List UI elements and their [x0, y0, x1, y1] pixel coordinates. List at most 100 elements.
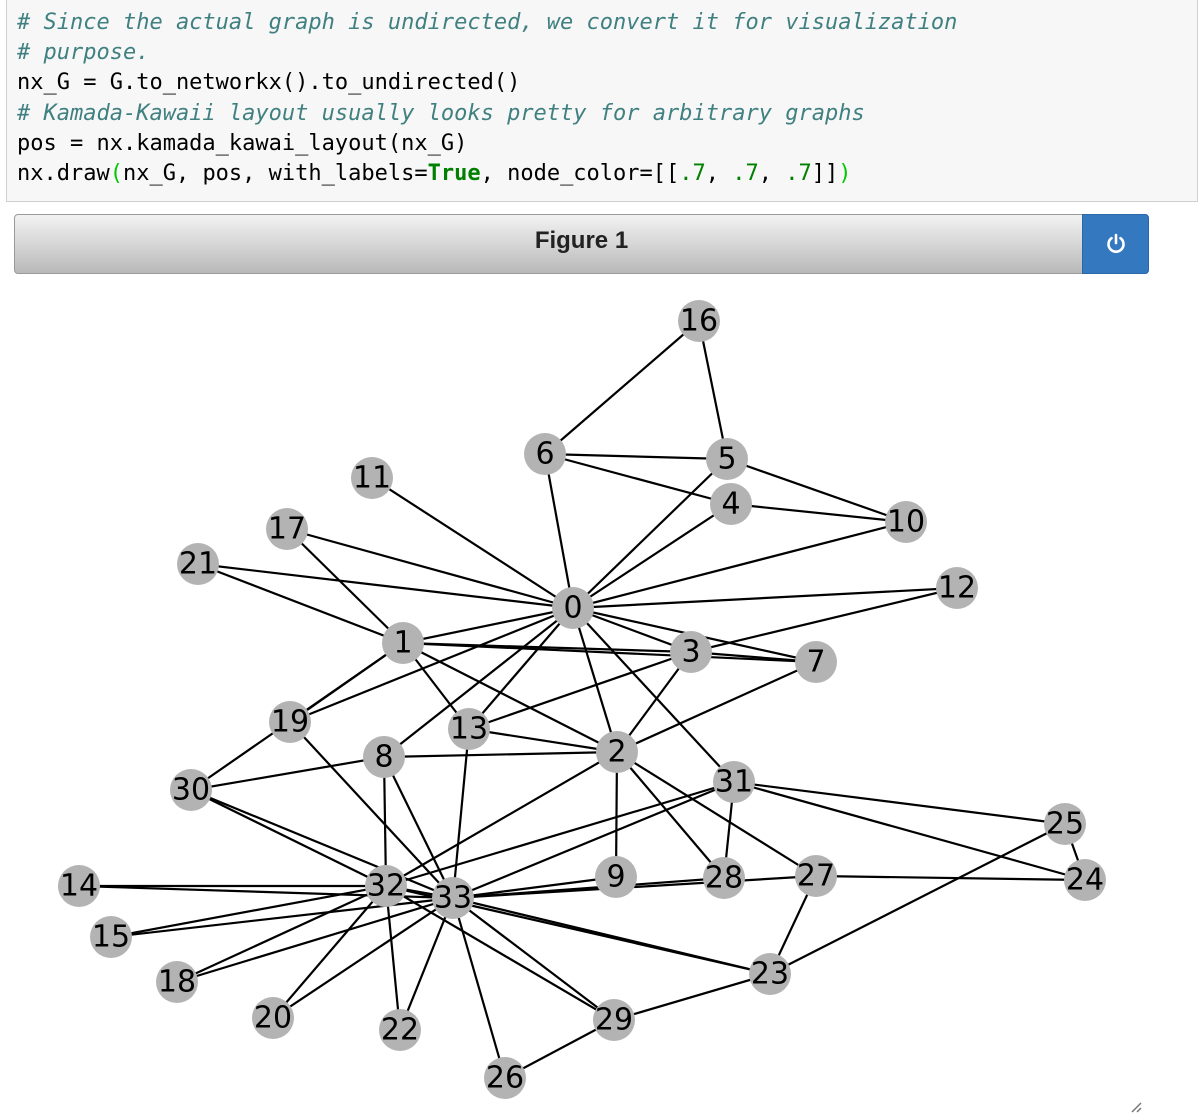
graph-node: 27: [795, 855, 837, 897]
graph-node: 8: [363, 736, 405, 778]
graph-edge: [398, 897, 455, 1031]
graph-node-circle: [795, 641, 837, 683]
graph-edge: [616, 660, 817, 754]
graph-node-label: 23: [751, 957, 789, 992]
resize-handle-icon[interactable]: [1128, 1100, 1142, 1113]
graph-node: 22: [379, 1009, 421, 1051]
code-token: .7: [732, 160, 759, 186]
graph-edge: [197, 562, 574, 610]
graph-node: 1: [382, 622, 424, 664]
graph-node-circle: [432, 877, 474, 919]
graph-node-circle: [363, 736, 405, 778]
graph-edge: [730, 502, 907, 524]
graph-node-circle: [593, 999, 635, 1041]
graph-edge: [383, 756, 454, 899]
graph-node-circle: [885, 501, 927, 543]
graph-node-circle: [703, 857, 745, 899]
graph-node: 10: [885, 501, 927, 543]
graph-node-label: 24: [1066, 863, 1104, 898]
graph-node-label: 26: [486, 1061, 524, 1096]
graph-edge: [176, 896, 454, 984]
graph-node-circle: [710, 483, 752, 525]
graph-edge: [272, 885, 387, 1019]
graph-node-label: 25: [1046, 807, 1084, 842]
graph-node-circle: [351, 457, 393, 499]
graph-node-circle: [596, 731, 638, 773]
graph-node: 12: [936, 567, 978, 609]
graph-node: 7: [795, 641, 837, 683]
graph-node-circle: [678, 300, 720, 342]
graph-edge: [726, 457, 907, 524]
graph-node-label: 32: [367, 869, 405, 904]
graph-node-circle: [382, 622, 424, 664]
code-token: ): [838, 160, 852, 186]
graph-node-label: 8: [374, 740, 393, 775]
graph-edge: [452, 875, 617, 900]
figure-title: Figure 1: [534, 227, 629, 254]
graph-node: 20: [252, 997, 294, 1039]
graph-node-label: 14: [60, 869, 98, 904]
graph-edge: [382, 756, 388, 887]
graph-node-label: 3: [681, 635, 700, 670]
graph-edge: [385, 751, 618, 887]
graph-edge: [452, 896, 771, 976]
graph-node: 14: [58, 865, 100, 907]
code-token: # Since the actual graph is undirected, …: [17, 10, 958, 35]
graph-edge: [110, 884, 387, 939]
graph-node: 2: [596, 731, 638, 773]
graph-node-circle: [484, 1057, 526, 1099]
graph-node: 15: [90, 916, 132, 958]
graph-edge: [402, 642, 618, 753]
graph-edge: [544, 452, 728, 461]
graph-edge: [451, 897, 507, 1079]
graph-node-circle: [266, 508, 308, 550]
graph-node-circle: [156, 961, 198, 1003]
graph-node-circle: [552, 587, 594, 629]
graph-node-label: 17: [268, 512, 306, 547]
graph-edge: [544, 452, 732, 506]
graph-node-circle: [936, 567, 978, 609]
code-cell[interactable]: # Since the actual graph is undirected, …: [6, 0, 1198, 202]
graph-node-label: 10: [887, 505, 925, 540]
graph-edge: [110, 896, 454, 939]
code-line: pos = nx.kamada_kawai_layout(nx_G): [17, 129, 1197, 159]
code-token: nx_G = G.to_networkx().to_undirected(): [17, 70, 521, 96]
graph-node-label: 4: [721, 487, 740, 522]
power-button[interactable]: [1082, 214, 1149, 274]
graph-node: 26: [484, 1057, 526, 1099]
graph-edge: [190, 788, 454, 900]
graph-edge: [616, 751, 725, 879]
graph-node: 21: [177, 543, 219, 585]
graph-edge: [690, 586, 958, 654]
graph-edge: [371, 477, 574, 609]
graph-node-circle: [670, 631, 712, 673]
graph-edge: [468, 650, 692, 731]
code-token: pos = nx.kamada_kawai_layout(nx_G): [17, 130, 468, 156]
graph-node-label: 30: [172, 773, 210, 808]
graph-edge: [176, 885, 387, 983]
graph-edge: [289, 606, 574, 724]
code-token: ,: [705, 160, 733, 186]
graph-node-label: 15: [92, 920, 130, 955]
graph-node-circle: [749, 953, 791, 995]
code-token: nx_G, pos, with_labels=: [122, 160, 428, 186]
graph-edge: [616, 751, 817, 877]
graph-edge: [452, 876, 725, 900]
code-token: , node_color=[[: [480, 160, 680, 186]
code-token: ,: [758, 160, 786, 186]
graph-node-circle: [1044, 803, 1086, 845]
power-icon: [1107, 233, 1125, 253]
graph-edge: [733, 780, 1066, 826]
graph-node-label: 27: [797, 859, 835, 894]
graph-node-label: 16: [680, 304, 718, 339]
code-token: ]]: [811, 160, 839, 186]
graph-node: 0: [552, 587, 594, 629]
graph-edge: [468, 727, 618, 754]
graph-edge: [402, 641, 817, 664]
graph-edge: [402, 606, 574, 645]
graph-edge: [197, 562, 404, 645]
graph-node-label: 13: [450, 712, 488, 747]
graph-node-circle: [252, 997, 294, 1039]
graph-edge: [385, 780, 735, 888]
graph-node-label: 6: [535, 437, 554, 472]
